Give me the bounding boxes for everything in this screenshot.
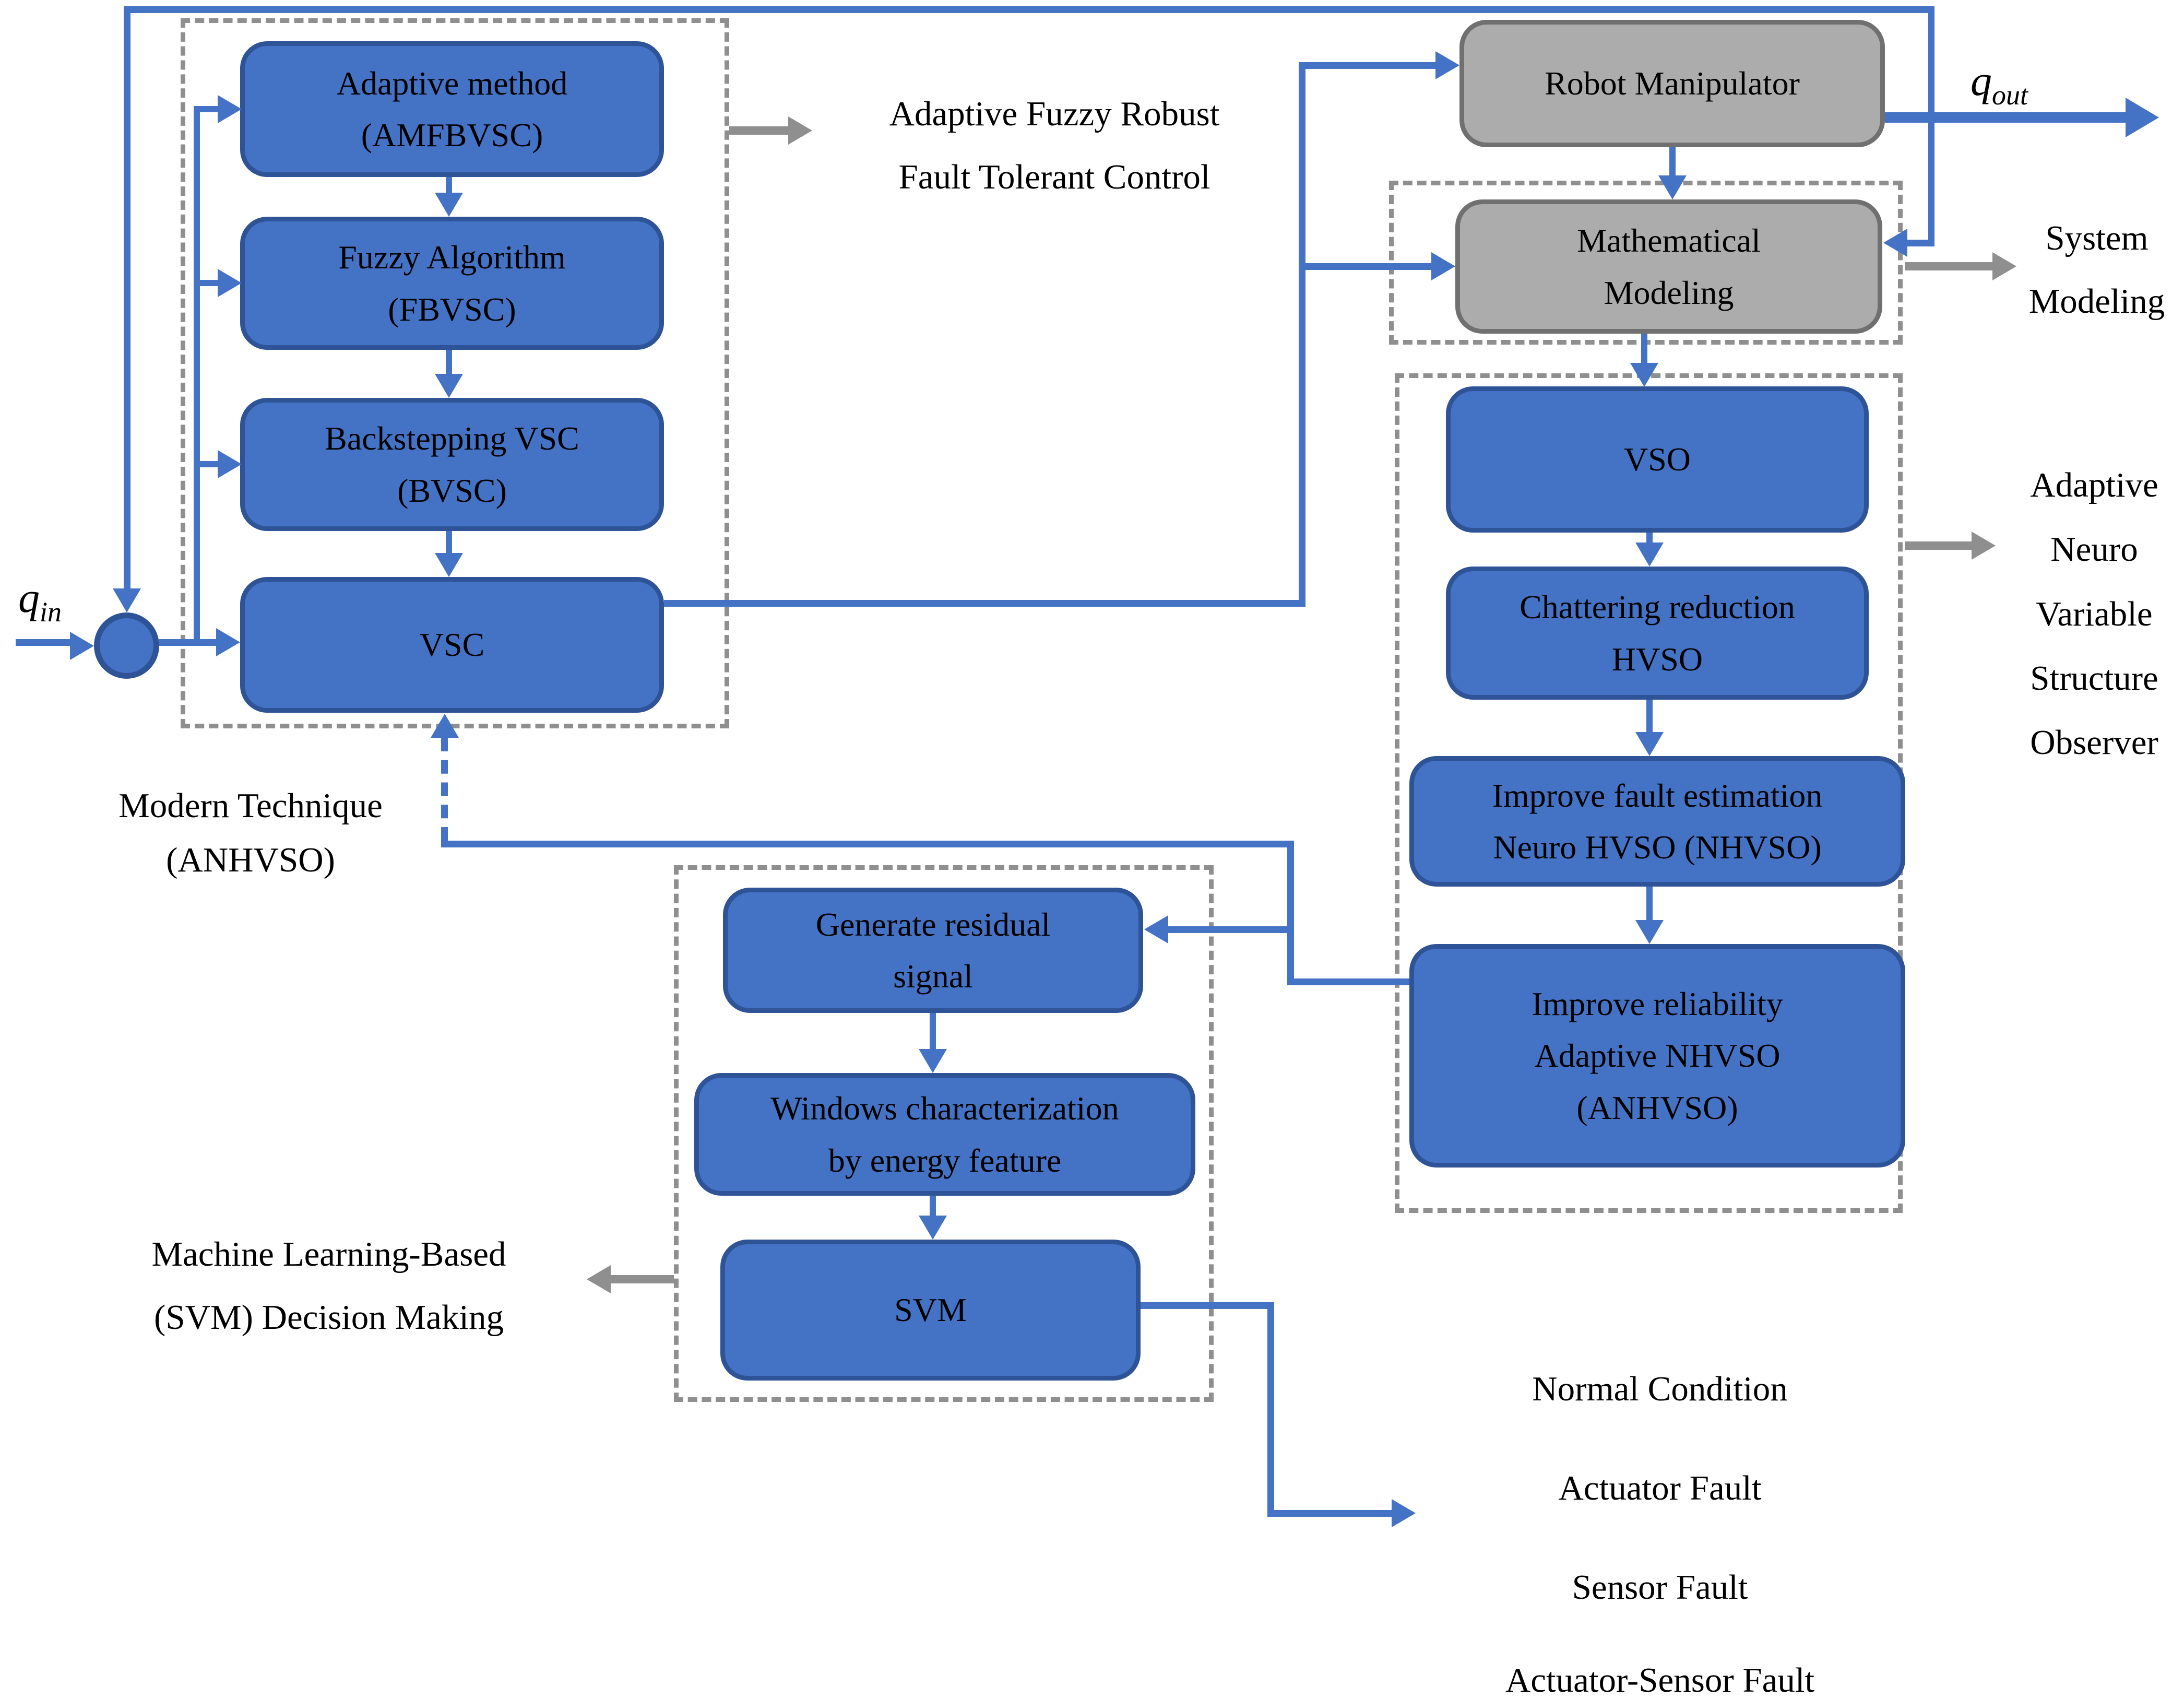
vsc-feedback-dashed-line bbox=[441, 738, 448, 841]
robot-manipulator-box: Robot Manipulator bbox=[1459, 20, 1885, 147]
nhvso-box: Improve fault estimation Neuro HVSO (NHV… bbox=[1409, 756, 1905, 887]
summing-junction bbox=[94, 612, 159, 679]
qout-line bbox=[1885, 112, 2130, 123]
fuzzy-to-backstepping-line bbox=[446, 350, 452, 374]
feedback-top-line bbox=[124, 6, 1934, 13]
adaptive-to-fuzzy-arrowhead-icon bbox=[435, 193, 463, 217]
nhvso-to-anhvso-line bbox=[1646, 887, 1653, 920]
residual-to-windows-line bbox=[930, 1013, 936, 1049]
qout-label: qout bbox=[1971, 57, 2028, 111]
qin-line bbox=[16, 639, 71, 646]
controller-bus-line bbox=[194, 106, 200, 645]
residual-in-arrowhead-icon bbox=[1144, 915, 1168, 944]
feedback-arrowhead-icon bbox=[113, 588, 141, 612]
fuzzy-to-backstepping-arrowhead-icon bbox=[435, 374, 463, 398]
observer-label: Adaptive Neuro Variable Structure Observ… bbox=[2030, 466, 2158, 762]
qin-label: qin bbox=[18, 574, 62, 628]
modeling-in-line bbox=[1299, 263, 1432, 270]
svm-output-line bbox=[1141, 1302, 1274, 1309]
outcome-sensor-fault: Sensor Fault bbox=[1572, 1568, 1748, 1607]
anhvso-feedback-line bbox=[441, 841, 1294, 847]
adaptive-in-arrowhead-icon bbox=[218, 95, 242, 123]
bus-branch-1 bbox=[194, 106, 219, 112]
vsc-feedback-arrowhead-icon bbox=[431, 714, 459, 738]
windows-to-svm-line bbox=[930, 1196, 936, 1216]
qout-arrowhead-icon bbox=[2126, 98, 2159, 137]
outcome-actuator-fault: Actuator Fault bbox=[1558, 1469, 1762, 1507]
qin-arrowhead-icon bbox=[70, 632, 94, 660]
chattering-hvso-box: Chattering reduction HVSO bbox=[1446, 567, 1869, 700]
afrftc-annotation-arrowhead-icon bbox=[788, 116, 812, 145]
residual-to-windows-arrowhead-icon bbox=[919, 1049, 947, 1073]
system-modeling-label: System Modeling bbox=[2028, 219, 2165, 321]
robot-in-arrowhead-icon bbox=[1435, 51, 1459, 79]
windows-to-svm-arrowhead-icon bbox=[919, 1216, 947, 1240]
bus-branch-2 bbox=[194, 280, 219, 286]
windows-characterization-box: Windows characterization by energy featu… bbox=[694, 1073, 1195, 1196]
modeling-in-arrowhead-icon bbox=[1431, 252, 1455, 280]
adaptive-method-box: Adaptive method (AMFBVSC) bbox=[240, 41, 664, 177]
observer-annotation-arrowhead-icon bbox=[1972, 532, 1996, 560]
system-modeling-annotation-line bbox=[1905, 262, 1993, 270]
sum-to-vsc-line bbox=[159, 639, 218, 646]
afrftc-annotation-line bbox=[729, 126, 789, 135]
generate-residual-box: Generate residual signal bbox=[723, 888, 1143, 1013]
modern-technique-label: Modern Technique (ANHVSO) bbox=[118, 786, 383, 879]
vsc-box: VSC bbox=[240, 577, 664, 713]
afrftc-label: Adaptive Fuzzy Robust Fault Tolerant Con… bbox=[889, 95, 1220, 196]
robot-to-modeling-arrowhead-icon bbox=[1658, 175, 1687, 199]
observer-annotation-line bbox=[1905, 541, 1973, 550]
feedback-right-vertical-line bbox=[1928, 6, 1934, 244]
backstepping-to-vsc-line bbox=[446, 531, 452, 553]
hvso-to-nhvso-arrowhead-icon bbox=[1635, 732, 1664, 756]
bus-branch-3 bbox=[194, 461, 219, 467]
modeling-to-vso-arrowhead-icon bbox=[1630, 363, 1658, 387]
fuzzy-in-arrowhead-icon bbox=[218, 269, 242, 297]
adaptive-to-fuzzy-line bbox=[446, 177, 452, 194]
residual-in-line bbox=[1166, 926, 1294, 933]
outcome-normal-condition: Normal Condition bbox=[1532, 1370, 1788, 1408]
vso-to-hvso-line bbox=[1646, 533, 1653, 544]
mathematical-modeling-box: Mathematical Modeling bbox=[1455, 199, 1882, 334]
anhvso-box: Improve reliability Adaptive NHVSO (ANHV… bbox=[1409, 944, 1905, 1168]
vso-to-hvso-arrowhead-icon bbox=[1635, 543, 1664, 567]
modeling-to-vso-line bbox=[1641, 334, 1647, 364]
backstepping-vsc-box: Backstepping VSC (BVSC) bbox=[240, 398, 664, 531]
vsc-output-riser bbox=[1299, 62, 1305, 607]
svm-box: SVM bbox=[720, 1240, 1141, 1381]
outcome-actuator-sensor-fault: Actuator-Sensor Fault bbox=[1505, 1661, 1815, 1698]
svm-group-frame bbox=[674, 865, 1214, 1402]
vso-box: VSO bbox=[1446, 386, 1869, 533]
modeling-feedback-line bbox=[1906, 240, 1934, 246]
vsc-output-line bbox=[664, 600, 1305, 607]
ml-annotation-arrowhead-icon bbox=[587, 1265, 611, 1293]
vsc-in-arrowhead-icon bbox=[216, 628, 240, 656]
decision-line bbox=[1267, 1510, 1393, 1517]
anhvso-output-line bbox=[1287, 978, 1409, 985]
robot-to-modeling-line bbox=[1669, 147, 1676, 176]
decision-arrowhead-icon bbox=[1392, 1499, 1416, 1527]
backstepping-in-arrowhead-icon bbox=[218, 450, 242, 478]
anhvso-output-riser bbox=[1287, 841, 1294, 985]
nhvso-to-anhvso-arrowhead-icon bbox=[1635, 920, 1664, 944]
hvso-to-nhvso-line bbox=[1646, 700, 1653, 732]
backstepping-to-vsc-arrowhead-icon bbox=[435, 553, 463, 577]
ml-decision-label: Machine Learning-Based (SVM) Decision Ma… bbox=[151, 1235, 506, 1337]
ml-annotation-line bbox=[610, 1275, 674, 1283]
robot-in-line bbox=[1299, 62, 1437, 69]
system-modeling-annotation-arrowhead-icon bbox=[1992, 252, 2016, 280]
feedback-vertical-line bbox=[124, 6, 130, 588]
fuzzy-algorithm-box: Fuzzy Algorithm (FBVSC) bbox=[240, 217, 664, 350]
svm-output-drop bbox=[1267, 1302, 1274, 1517]
modeling-feedback-arrowhead-icon bbox=[1883, 229, 1907, 257]
